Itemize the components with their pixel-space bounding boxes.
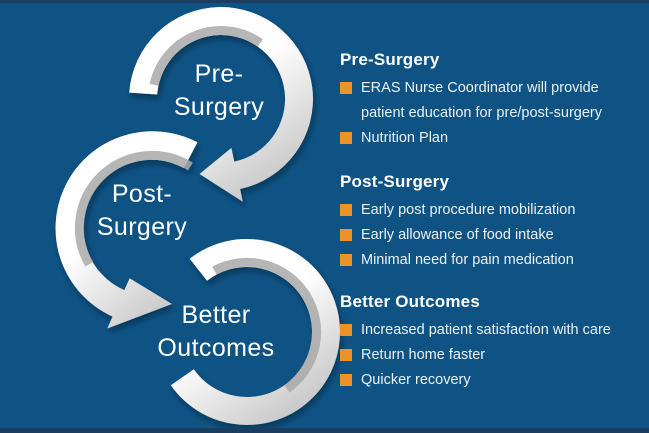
bullet-square-icon <box>340 229 352 241</box>
section-heading: Better Outcomes <box>340 292 480 311</box>
post-surgery-arrow-ring <box>55 131 198 329</box>
bullet-text: Increased patient satisfaction with care <box>361 322 611 338</box>
ring-bevel-shading <box>212 257 322 393</box>
list-item: ERAS Nurse Coordinator will provide pati… <box>340 76 626 126</box>
bullet-square-icon <box>340 82 352 94</box>
bullet-square-icon <box>340 132 352 144</box>
section-heading: Pre-Surgery <box>340 50 440 69</box>
section-post-surgery: Post-Surgery Early post procedure mobili… <box>340 172 626 273</box>
bullet-text: Return home faster <box>361 347 486 363</box>
bullet-text: Early allowance of food intake <box>361 227 554 243</box>
bullet-square-icon <box>340 374 352 386</box>
top-edge-bar <box>0 0 649 3</box>
cycle-step-line: Surgery <box>173 93 265 121</box>
bullet-text: Quicker recovery <box>361 372 471 388</box>
list-item: Increased patient satisfaction with care <box>340 318 626 343</box>
cycle-step-line: Pre- <box>194 60 244 88</box>
cycle-step-line: Outcomes <box>157 334 275 362</box>
section-heading: Post-Surgery <box>340 172 450 191</box>
cycle-step-line: Surgery <box>96 213 188 241</box>
bullet-text: Nutrition Plan <box>361 130 449 146</box>
cycle-step-label-post-surgery: Post- Surgery <box>52 178 232 244</box>
list-item: Early allowance of food intake <box>340 223 626 248</box>
pre-surgery-arrow-ring <box>129 7 313 202</box>
section-pre-surgery: Pre-Surgery ERAS Nurse Coordinator will … <box>340 50 626 151</box>
bullet-square-icon <box>340 324 352 336</box>
list-item: Early post procedure mobilization <box>340 198 626 223</box>
list-item: Return home faster <box>340 343 626 368</box>
bullet-text: Early post procedure mobilization <box>361 202 576 218</box>
ring-bevel-shading <box>149 26 263 86</box>
ring-bevel-shading <box>74 150 193 267</box>
cycle-step-label-better-outcomes: Better Outcomes <box>126 299 306 365</box>
cycle-step-line: Post- <box>111 180 173 208</box>
list-item: Quicker recovery <box>340 368 626 393</box>
cycle-step-line: Better <box>181 301 251 329</box>
bottom-edge-bar <box>0 428 649 433</box>
bullet-square-icon <box>340 254 352 266</box>
section-better-outcomes: Better Outcomes Increased patient satisf… <box>340 292 626 393</box>
bullet-text: ERAS Nurse Coordinator will provide pati… <box>361 80 602 121</box>
bullet-square-icon <box>340 349 352 361</box>
better-outcomes-arrow-ring <box>170 238 340 425</box>
bullet-text: Minimal need for pain medication <box>361 252 574 268</box>
cycle-step-label-pre-surgery: Pre- Surgery <box>129 58 309 124</box>
bullet-square-icon <box>340 204 352 216</box>
list-item: Minimal need for pain medication <box>340 248 626 273</box>
list-item: Nutrition Plan <box>340 126 626 151</box>
